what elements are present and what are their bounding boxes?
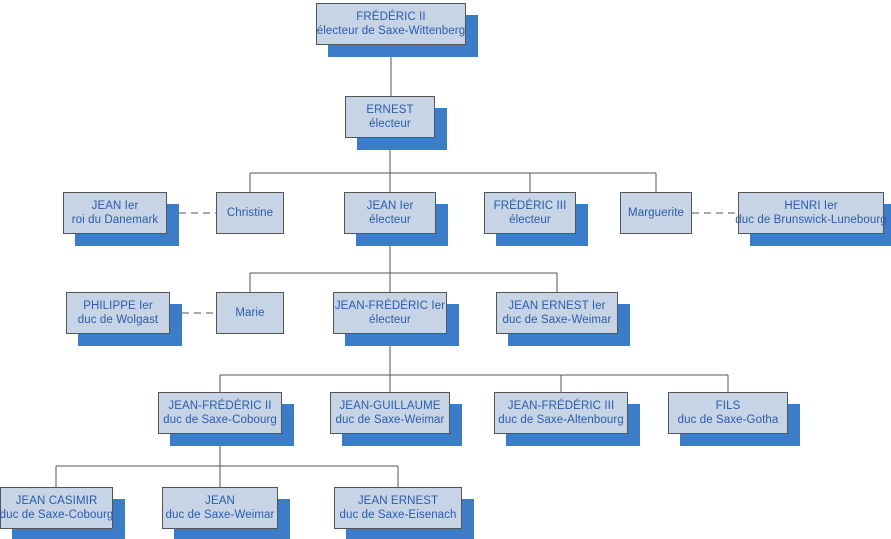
node-label-line: Christine (226, 207, 274, 219)
node-label-line: électeur (369, 118, 411, 130)
node-ernest[interactable]: ERNEST électeur (345, 96, 435, 138)
node-label-line: JEAN-GUILLAUME (339, 400, 441, 412)
node-label-line: duc de Saxe-Cobourg (0, 509, 114, 521)
node-label-line: Marguerite (628, 207, 684, 219)
node-label-line: duc de Saxe-Altenbourg (498, 414, 624, 426)
node-frederic2[interactable]: FRÉDÉRIC II électeur de Saxe-Wittenberg (316, 3, 466, 45)
node-jean_frederic3[interactable]: JEAN-FRÉDÉRIC III duc de Saxe-Altenbourg (494, 392, 628, 434)
node-label-line: JEAN ERNEST (357, 495, 439, 507)
node-label-line: JEAN-FRÉDÉRIC Ier (334, 300, 446, 312)
node-label-line: duc de Brunswick-Lunebourg (735, 214, 887, 226)
node-label-line: JEAN ERNEST Ier (508, 300, 606, 312)
node-label-line: PHILIPPE Ier (83, 300, 153, 312)
node-label-line: duc de Saxe-Cobourg (163, 414, 277, 426)
node-henri1[interactable]: HENRI Ier duc de Brunswick-Lunebourg (735, 192, 887, 234)
node-label-line: roi du Danemark (71, 214, 159, 226)
node-label-line: JEAN-FRÉDÉRIC III (507, 400, 615, 412)
node-label-line: HENRI Ier (784, 200, 838, 212)
node-label-line: électeur (509, 214, 551, 226)
node-fils[interactable]: FILS duc de Saxe-Gotha (668, 392, 788, 434)
node-label-line: JEAN Ier (366, 200, 414, 212)
node-label-line: duc de Saxe-Weimar (502, 314, 612, 326)
node-jean1_danemark[interactable]: JEAN Ier roi du Danemark (63, 192, 167, 234)
node-label-line: FRÉDÉRIC III (493, 200, 567, 212)
node-label-line: duc de Saxe-Eisenach (339, 509, 457, 521)
node-label-line: Marie (235, 307, 265, 319)
node-label-line: ERNEST (366, 104, 414, 116)
node-label-line: FRÉDÉRIC II (356, 11, 426, 23)
node-label-line: FILS (715, 400, 741, 412)
node-marguerite[interactable]: Marguerite (620, 192, 692, 234)
node-label-line: électeur (369, 314, 411, 326)
node-jean_casimir[interactable]: JEAN CASIMIR duc de Saxe-Cobourg (0, 487, 113, 529)
node-label-line: JEAN (205, 495, 235, 507)
node-label-line: électeur de Saxe-Wittenberg (316, 25, 466, 37)
node-label-line: JEAN Ier (91, 200, 139, 212)
node-jean_weimar[interactable]: JEAN duc de Saxe-Weimar (162, 487, 278, 529)
node-jean_ernest1[interactable]: JEAN ERNEST Ier duc de Saxe-Weimar (496, 292, 618, 334)
node-philippe1[interactable]: PHILIPPE Ier duc de Wolgast (66, 292, 170, 334)
node-jean_ernest_eisenach[interactable]: JEAN ERNEST duc de Saxe-Eisenach (334, 487, 462, 529)
node-jean_guillaume[interactable]: JEAN-GUILLAUME duc de Saxe-Weimar (330, 392, 450, 434)
node-label-line: électeur (369, 214, 411, 226)
node-label-line: duc de Wolgast (77, 314, 159, 326)
node-jean_frederic2[interactable]: JEAN-FRÉDÉRIC II duc de Saxe-Cobourg (158, 392, 282, 434)
node-marie[interactable]: Marie (216, 292, 284, 334)
node-jean_frederic1[interactable]: JEAN-FRÉDÉRIC Ier électeur (333, 292, 447, 334)
node-christine[interactable]: Christine (216, 192, 284, 234)
node-label-line: duc de Saxe-Gotha (677, 414, 779, 426)
node-label-line: JEAN-FRÉDÉRIC II (168, 400, 272, 412)
node-label-line: duc de Saxe-Weimar (165, 509, 275, 521)
node-jean1_electeur[interactable]: JEAN Ier électeur (344, 192, 436, 234)
node-label-line: JEAN CASIMIR (15, 495, 98, 507)
node-label-line: duc de Saxe-Weimar (335, 414, 445, 426)
node-frederic3[interactable]: FRÉDÉRIC III électeur (484, 192, 576, 234)
